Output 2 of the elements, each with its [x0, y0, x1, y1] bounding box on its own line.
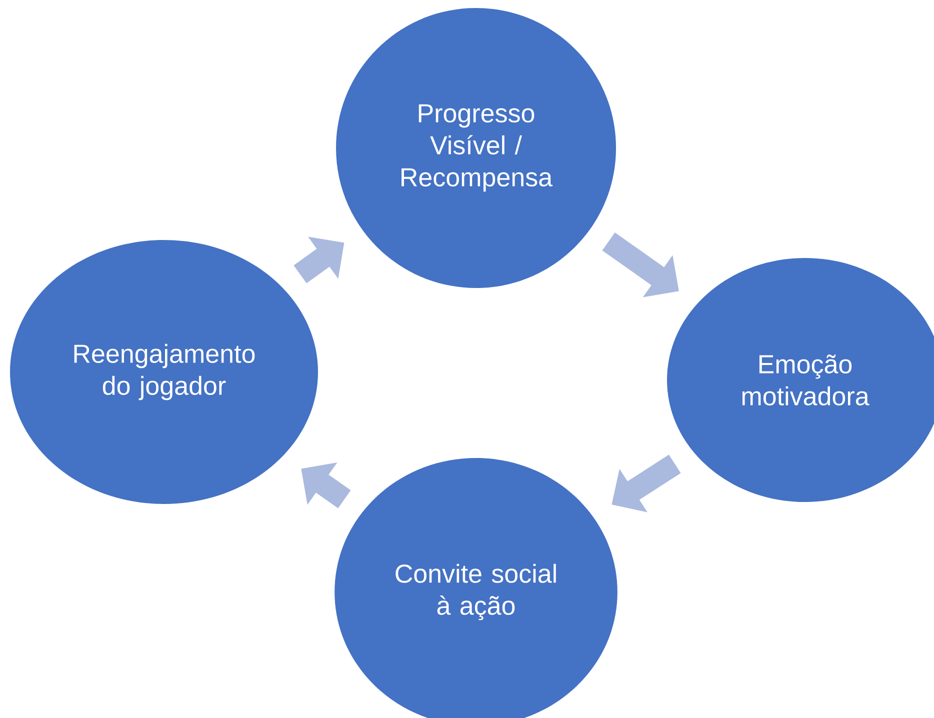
circle-node: Reengajamento do jogador — [10, 240, 318, 504]
circle-node: Progresso Visível / Recompensa — [336, 8, 616, 288]
